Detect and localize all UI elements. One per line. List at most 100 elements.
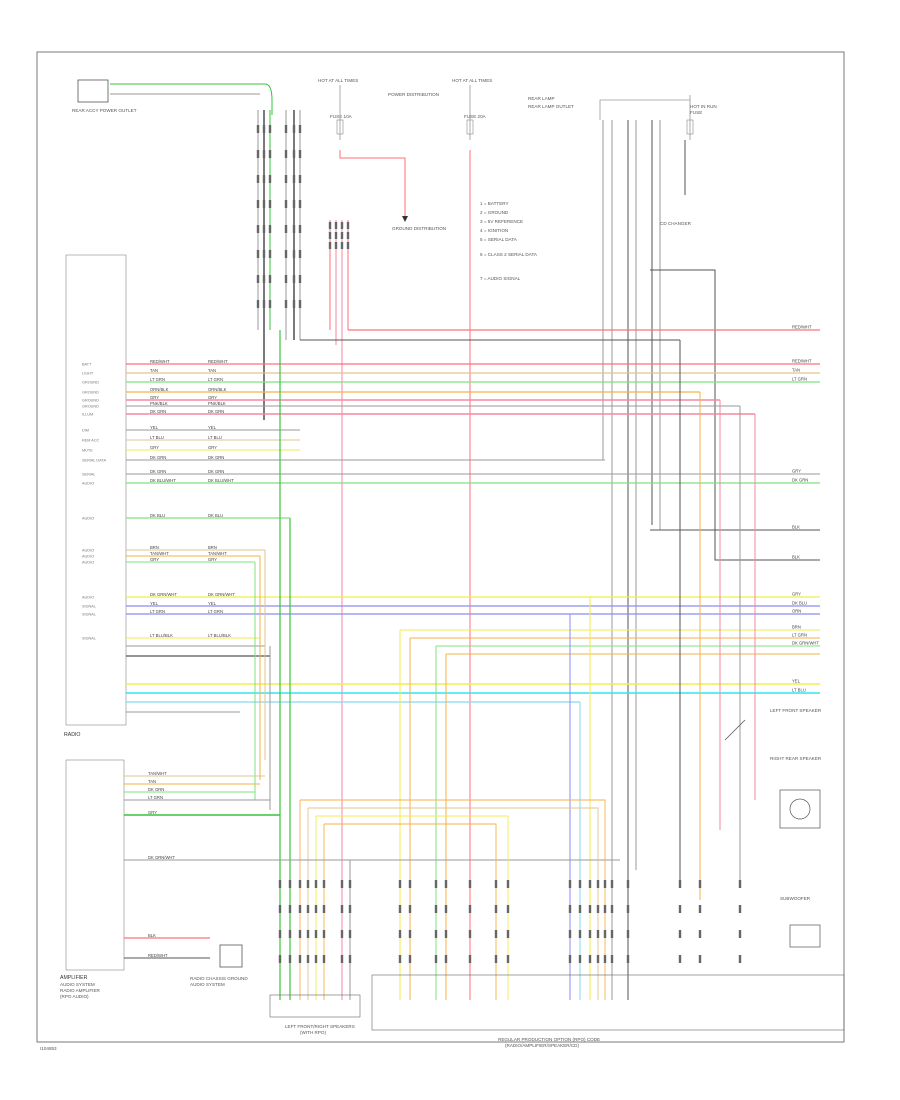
radio-wire-code: LT GRN xyxy=(208,377,223,382)
radio-wire-code: GRY xyxy=(208,557,217,562)
connector-pin-mark xyxy=(610,930,614,938)
fuse1-symbol xyxy=(336,85,344,140)
fuse1-title: HOT AT ALL TIMES xyxy=(318,78,358,83)
radio-pin-label: MUTE xyxy=(82,449,93,453)
fuse2-title: HOT AT ALL TIMES xyxy=(452,78,492,83)
module-footer-label-1: REGULAR PRODUCTION OPTION (RPO) CODE xyxy=(498,1037,600,1042)
connector-pin-mark xyxy=(596,930,600,938)
right-wire-label: BLK xyxy=(792,555,800,560)
connector-pin-mark xyxy=(340,905,344,913)
connector-pin-mark xyxy=(314,905,318,913)
right-wire-label: RED/WHT xyxy=(792,359,812,364)
connector-pin-mark xyxy=(268,150,272,158)
connector-pin-mark xyxy=(314,880,318,888)
connector-pin-mark xyxy=(578,880,582,888)
radio-pin-label: AUDIO xyxy=(82,549,94,553)
connector-pin-mark xyxy=(434,880,438,888)
connector-pin-mark xyxy=(408,955,412,963)
connector-pin-mark xyxy=(603,955,607,963)
connector-pin-mark xyxy=(328,242,332,249)
right-note-2: RIGHT REAR SPEAKER xyxy=(770,756,822,761)
radio-wire-label: DK GRN/WHT xyxy=(150,592,177,597)
connector-pin-mark xyxy=(603,905,607,913)
right-wire-label: DK BLU xyxy=(792,601,807,606)
connector-pin-mark xyxy=(468,905,472,913)
radio-pin-label: REM ACC xyxy=(82,439,100,443)
connector-pin-mark xyxy=(262,250,266,258)
fuse1-name: FUSE 10A xyxy=(330,114,353,119)
connector-pin-mark xyxy=(322,930,326,938)
right-wire-label: LT GRN xyxy=(792,377,807,382)
connector-pin-mark xyxy=(284,250,288,258)
connector-pin-mark xyxy=(626,905,630,913)
radio-wire-code: GRY xyxy=(208,445,217,450)
svg-text:2 = GROUND: 2 = GROUND xyxy=(480,210,509,215)
fuse3-symbol xyxy=(686,95,694,140)
connector-pin-mark xyxy=(298,275,302,283)
connector-pin-mark xyxy=(348,905,352,913)
connector-pin-mark xyxy=(256,300,260,308)
connector-pin-mark xyxy=(284,200,288,208)
radio-wire-code: BRN xyxy=(208,545,217,550)
amplifier-lower-label-2: RADIO AMPLIFIER xyxy=(60,988,101,993)
connector-pin-mark xyxy=(626,880,630,888)
right-wire-label: BRN xyxy=(792,625,801,630)
connector-pin-mark xyxy=(468,930,472,938)
amplifier-wire-label: DK GRN/WHT xyxy=(148,855,175,860)
connector-pin-mark xyxy=(298,125,302,133)
connector-pin-mark xyxy=(596,880,600,888)
horizontal-wire-runs xyxy=(126,329,820,713)
radio-wire-code: DK GRN/WHT xyxy=(208,592,235,597)
power-outlet-label: REAR ACCY POWER OUTLET xyxy=(72,108,137,113)
connector-pin-mark xyxy=(603,880,607,888)
radio-wire-code: DK BLU/WHT xyxy=(208,478,234,483)
connector-pin-mark xyxy=(306,930,310,938)
cd-changer-label: CD CHANGER xyxy=(660,221,692,226)
connector-pin-mark xyxy=(568,955,572,963)
radio-pin-label: AUDIO xyxy=(82,517,94,521)
svg-text:3 = 5V REFERENCE: 3 = 5V REFERENCE xyxy=(480,219,523,224)
radio-pin-label: GROUND xyxy=(82,381,99,385)
right-wire-label: LT GRN xyxy=(792,633,807,638)
radio-wire-code: GRY xyxy=(208,395,217,400)
right-wire-label: TAN xyxy=(792,368,800,373)
connector-pin-mark xyxy=(678,930,682,938)
connector-pin-mark xyxy=(568,905,572,913)
connector-pin-mark xyxy=(698,905,702,913)
radio-pin-label: ILLUM xyxy=(82,413,93,417)
connector-pin-mark xyxy=(434,905,438,913)
amplifier-wire-label: TAN xyxy=(148,779,156,784)
connector-pin-mark xyxy=(328,232,332,239)
connector-pin-mark xyxy=(278,930,282,938)
speaker-connector-block xyxy=(269,974,845,1031)
connector-pin-mark xyxy=(298,200,302,208)
connector-pin-mark xyxy=(268,225,272,233)
connector-pin-mark xyxy=(494,905,498,913)
connector-pin-mark xyxy=(328,222,332,229)
amplifier-wire-runs xyxy=(124,775,350,959)
outlet-wire-5 xyxy=(264,83,273,115)
radio-wire-code: LT BLU xyxy=(208,435,222,440)
connector-pin-mark xyxy=(306,880,310,888)
right-note-3: SUBWOOFER xyxy=(780,896,811,901)
connector-pin-mark xyxy=(398,880,402,888)
connector-pin-mark xyxy=(298,175,302,183)
ground-block-icon xyxy=(219,944,243,968)
connector-pin-mark xyxy=(698,955,702,963)
radio-pin-label: BATT xyxy=(82,363,92,367)
radio-pin-label: SERIAL DATA xyxy=(82,459,106,463)
connector-pin-mark xyxy=(298,955,302,963)
amplifier-wire-label: LT GRN xyxy=(148,795,163,800)
amplifier-lower-label-1: AUDIO SYSTEM xyxy=(60,982,95,987)
right-components xyxy=(724,719,821,948)
radio-wire-code: DK BLU xyxy=(208,513,223,518)
connector-pin-mark xyxy=(698,930,702,938)
radio-pin-label: GROUND xyxy=(82,399,99,403)
connector-pin-mark xyxy=(268,275,272,283)
connector-pin-mark xyxy=(288,905,292,913)
connector-pin-mark xyxy=(268,250,272,258)
connector-pin-mark xyxy=(626,930,630,938)
radio-wire-code: TAN/WHT xyxy=(208,551,227,556)
radio-wire-label: DK GRN xyxy=(150,455,166,460)
connector-pin-mark xyxy=(346,222,350,229)
